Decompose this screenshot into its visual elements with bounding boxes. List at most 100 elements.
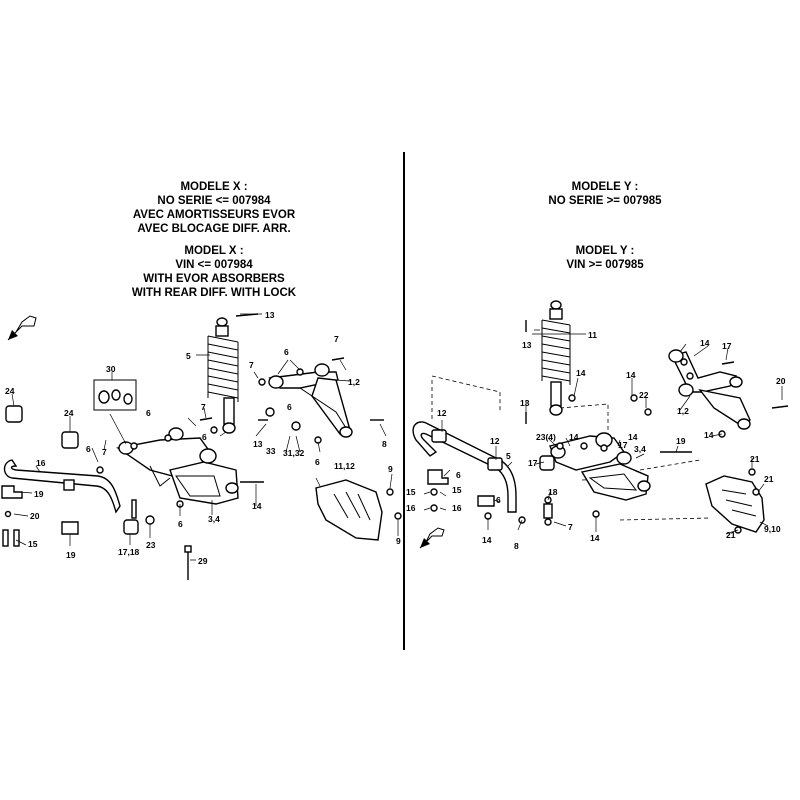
part-callout: 11,12 xyxy=(334,461,355,471)
part-callout: 14 xyxy=(576,368,586,378)
left-header-line: MODEL X : xyxy=(184,245,244,257)
fasteners-left xyxy=(96,313,402,520)
part-callout: 29 xyxy=(198,556,208,566)
left-header-line: WITH EVOR ABSORBERS xyxy=(143,273,285,285)
part-callout: 3,4 xyxy=(634,444,646,454)
part-callout: 17,18 xyxy=(118,547,140,557)
part-callout: 18 xyxy=(548,487,558,497)
left-header-line: AVEC AMORTISSEURS EVOR xyxy=(132,209,296,221)
part-callout: 9,10 xyxy=(764,524,781,534)
part-callout: 19 xyxy=(676,436,686,446)
leader-lines xyxy=(11,313,783,561)
part-callout: 17 xyxy=(528,458,538,468)
part-callout: 1,2 xyxy=(677,406,689,416)
left-header-line: NO SERIE <= 007984 xyxy=(157,195,271,207)
right-model-header: MODELE Y : NO SERIE >= 007985 MODEL Y : … xyxy=(455,180,755,272)
part-callout: 14 xyxy=(569,432,579,442)
part-callout: 6 xyxy=(86,444,91,454)
stabilizer-link-left xyxy=(123,499,155,535)
part-callout: 7 xyxy=(201,402,206,412)
lower-a-arm-right xyxy=(549,432,651,501)
upper-a-arm-right xyxy=(668,349,751,430)
part-callout: 13 xyxy=(265,310,275,320)
part-callout: 14 xyxy=(626,370,636,380)
part-callout: 6 xyxy=(178,519,183,529)
part-callout: 9 xyxy=(388,464,393,474)
part-callout: 23(4) xyxy=(536,432,556,442)
part-callout: 15 xyxy=(452,485,462,495)
part-callout: 14 xyxy=(590,533,600,543)
left-header-line: WITH REAR DIFF. WITH LOCK xyxy=(131,287,297,299)
right-header-line: VIN >= 007985 xyxy=(566,259,644,271)
part-callout: 23 xyxy=(146,540,156,550)
part-callout: 6 xyxy=(202,432,207,442)
part-callout: 16 xyxy=(452,503,462,513)
part-callout: 3,4 xyxy=(208,514,220,524)
part-callout: 9 xyxy=(396,536,401,546)
part-callout: 7 xyxy=(102,447,107,457)
part-callout: 15 xyxy=(406,487,416,497)
stabilizer-bar-right xyxy=(412,421,517,513)
part-callout: 12 xyxy=(490,436,500,446)
part-callout: 14 xyxy=(482,535,492,545)
direction-arrow-icon xyxy=(419,527,445,549)
part-callout: 7 xyxy=(334,334,339,344)
right-header-line: MODELE Y : xyxy=(571,181,639,193)
part-callout: 14 xyxy=(252,501,262,511)
part-callout: 14 xyxy=(700,338,710,348)
part-callout: 16 xyxy=(406,503,416,513)
part-callout: 7 xyxy=(568,522,573,532)
part-callout: 33 xyxy=(266,446,276,456)
part-callout: 12 xyxy=(437,408,447,418)
part-callout: 20 xyxy=(776,376,786,386)
part-callout: 6 xyxy=(284,347,289,357)
shock-absorber-right xyxy=(541,300,571,416)
direction-arrow-icon xyxy=(7,315,37,341)
part-callout: 7 xyxy=(249,360,254,370)
part-callout: 13 xyxy=(522,340,532,350)
right-header-line: NO SERIE >= 007985 xyxy=(548,195,662,207)
part-callout: 5 xyxy=(186,351,191,361)
bushings-right xyxy=(427,455,555,526)
left-model-header: MODELE X : NO SERIE <= 007984 AVEC AMORT… xyxy=(64,180,364,300)
part-callout: 21 xyxy=(726,530,736,540)
lower-a-arm-left xyxy=(116,427,239,505)
part-callout: 21 xyxy=(764,474,774,484)
upper-a-arm-left xyxy=(268,363,353,438)
part-callout: 21 xyxy=(750,454,760,464)
part-callout: 14 xyxy=(628,432,638,442)
part-callout: 14 xyxy=(704,430,714,440)
stabilizer-bar-left xyxy=(3,459,121,514)
part-callout: 6 xyxy=(146,408,151,418)
bushing-kit-box xyxy=(93,379,137,411)
part-callout: 30 xyxy=(106,364,116,374)
part-callout: 19 xyxy=(34,489,44,499)
part-callout: 22 xyxy=(639,390,649,400)
part-callout: 16 xyxy=(36,458,46,468)
left-header-line: VIN <= 007984 xyxy=(175,259,253,271)
part-callout: 19 xyxy=(66,550,76,560)
part-callout: 6 xyxy=(315,457,320,467)
part-callout: 13 xyxy=(520,398,530,408)
part-callout: 1,2 xyxy=(348,377,360,387)
part-callout: 6 xyxy=(496,495,501,505)
part-callout: 8 xyxy=(514,541,519,551)
part-callout: 11 xyxy=(588,330,597,340)
left-header-line: AVEC BLOCAGE DIFF. ARR. xyxy=(137,223,291,235)
bolt-29 xyxy=(184,545,192,580)
right-header-line: MODEL Y : xyxy=(575,245,635,257)
part-callout: 13 xyxy=(253,439,263,449)
part-callout: 24 xyxy=(5,386,15,396)
left-header-line: MODELE X : xyxy=(180,181,248,193)
part-callout: 20 xyxy=(30,511,40,521)
part-callout: 24 xyxy=(64,408,74,418)
part-callout: 8 xyxy=(382,439,387,449)
skid-plate-right xyxy=(705,475,765,533)
skid-plate-left xyxy=(315,479,383,541)
part-callout: 17 xyxy=(722,341,732,351)
part-callout: 31,32 xyxy=(283,448,305,458)
part-callout: 15 xyxy=(28,539,38,549)
